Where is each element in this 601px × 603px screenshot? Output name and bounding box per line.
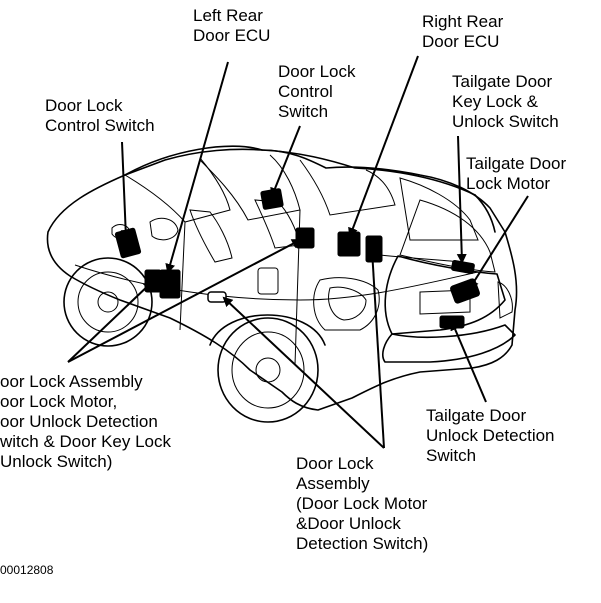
label-door-lock-control-switch-mid: Door Lock Control Switch: [278, 62, 356, 121]
leader-door-lock-control-switch-left: [120, 141, 131, 240]
leader-right-rear-door-ecu: [348, 55, 419, 238]
label-tailgate-unlock-detection-switch: Tailgate Door Unlock Detection Switch: [426, 406, 555, 465]
label-tailgate-key-lock-switch: Tailgate Door Key Lock & Unlock Switch: [452, 72, 559, 131]
body-side-line: [74, 264, 479, 301]
label-rear-door-lock-assembly: Door Lock Assembly (Door Lock Motor &Doo…: [296, 454, 429, 553]
rear-quarter-window: [399, 177, 479, 241]
component-door-lock-control-switch-mid: [260, 188, 284, 210]
car-body: [46, 148, 518, 411]
component-tailgate-key-lock-switch: [451, 259, 475, 275]
rear-wheel: [209, 314, 326, 423]
component-left-rear-door-ecu: [159, 269, 181, 299]
component-rear-door-handle: [207, 291, 227, 303]
front-wheel: [63, 257, 153, 347]
roof-rear-edge: [474, 194, 496, 233]
leader-front-assembly-2: [67, 239, 302, 363]
tailgate-glass: [399, 199, 496, 273]
rear-wheel-arch: [209, 314, 326, 346]
fuel-flap: [257, 267, 279, 295]
leader-tailgate-lock-motor: [468, 195, 529, 290]
component-door-lock-control-switch-left: [114, 227, 142, 259]
tail-lamp-right: [497, 281, 513, 319]
label-left-rear-door-ecu: Left Rear Door ECU: [193, 6, 271, 45]
tailgate: [384, 255, 506, 335]
front-door-line: [179, 221, 186, 331]
component-tailgate-lock-motor: [450, 278, 480, 304]
roof-rail: [261, 149, 476, 196]
leader-front-assembly-1: [67, 280, 154, 363]
component-rear-lock-right: [365, 235, 383, 263]
leader-door-lock-control-switch-mid: [270, 125, 301, 198]
steering-wheel: [149, 217, 179, 241]
car-roof: [124, 145, 263, 176]
label-right-rear-door-ecu: Right Rear Door ECU: [422, 12, 504, 51]
rear-door-window: [299, 159, 396, 216]
label-tailgate-lock-motor: Tailgate Door Lock Motor: [466, 154, 567, 193]
label-front-door-lock-assembly: oor Lock Assembly oor Lock Motor, oor Un…: [0, 372, 172, 471]
car-outline: [46, 145, 518, 411]
component-right-rear-door-ecu: [337, 231, 361, 257]
leader-rear-assembly-2: [367, 248, 385, 449]
leader-tailgate-unlock-detection: [450, 320, 487, 403]
front-seat: [189, 209, 233, 263]
label-door-lock-control-switch-left: Door Lock Control Switch: [45, 96, 155, 135]
leader-lines: [67, 55, 529, 449]
tail-lamp-inner: [328, 286, 367, 321]
component-rear-door-lock-assembly: [295, 227, 315, 249]
tail-lamp: [313, 277, 380, 331]
leader-tailgate-key-lock-switch: [456, 135, 467, 264]
component-wiring: [379, 254, 463, 263]
leader-left-rear-door-ecu: [165, 61, 229, 274]
leader-rear-assembly-1: [222, 296, 385, 449]
component-front-door-lock-assembly: [144, 269, 162, 293]
rear-bumper: [382, 324, 516, 363]
figure-code: 00012808: [0, 563, 54, 577]
